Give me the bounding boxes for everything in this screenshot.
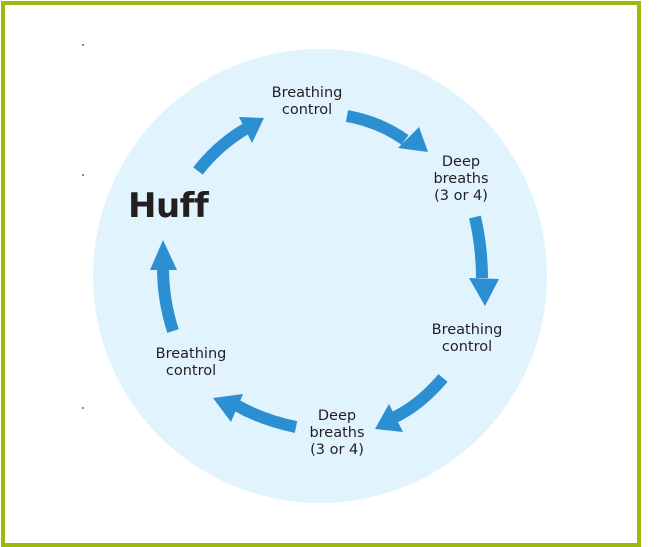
arrow-head xyxy=(150,240,177,270)
step-label-line: control xyxy=(441,339,493,355)
marker-dot xyxy=(82,407,84,409)
arrow-head xyxy=(375,404,403,432)
arrow-breathing-to-huff-icon xyxy=(150,240,179,333)
arrow-deep-to-breathing-icon xyxy=(469,215,499,306)
marker-dot xyxy=(82,174,84,176)
arrow-head xyxy=(213,394,243,422)
step-label-line: Breathing xyxy=(431,322,503,338)
step-label-line: Breathing xyxy=(155,346,227,362)
arrow-head xyxy=(239,117,264,143)
huff-title: Huff xyxy=(128,186,209,226)
step-breathing-control-right: Breathing control xyxy=(432,322,503,356)
step-label-line: Breathing xyxy=(271,85,343,101)
arrow-shaft xyxy=(233,399,298,433)
arrow-shaft xyxy=(469,215,488,279)
step-label-line: (3 or 4) xyxy=(434,188,488,204)
step-label-line: Deep xyxy=(441,154,481,170)
step-label-line: control xyxy=(281,102,333,118)
arrow-breathing-to-deep-icon xyxy=(345,110,428,152)
arrow-shaft xyxy=(392,374,448,423)
step-breathing-control-top: Breathing control xyxy=(272,85,343,119)
arrow-huff-to-breathing-icon xyxy=(193,117,264,175)
arrow-shaft xyxy=(193,122,251,175)
arrow-head xyxy=(398,127,428,152)
arrow-breathing-to-deep-bottom-icon xyxy=(375,374,448,432)
arrow-head xyxy=(469,278,499,306)
arrow-shaft xyxy=(157,267,179,333)
step-label-line: (3 or 4) xyxy=(310,442,364,458)
arrow-deep-to-breathing-left-icon xyxy=(213,394,298,433)
step-label-line: Deep xyxy=(317,408,357,424)
step-deep-breaths-right: Deep breaths (3 or 4) xyxy=(433,154,488,205)
step-deep-breaths-bottom: Deep breaths (3 or 4) xyxy=(309,408,364,459)
marker-dot xyxy=(82,44,84,46)
step-label-line: breaths xyxy=(309,425,365,441)
step-breathing-control-left: Breathing control xyxy=(156,346,227,380)
step-label-line: control xyxy=(165,363,217,379)
step-label-line: breaths xyxy=(433,171,489,187)
arrow-shaft xyxy=(345,110,409,145)
